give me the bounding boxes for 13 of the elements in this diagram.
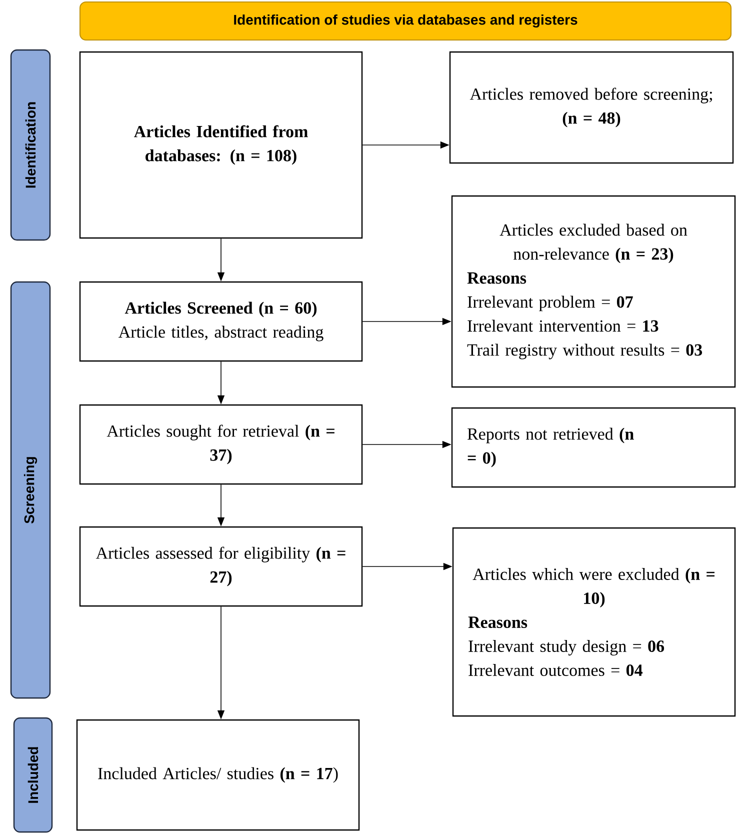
phase-label: Screening [10,281,51,699]
process-box: Articles Screened (n = 60) Article titles, abstract reading [79,281,363,362]
process-box: Articles Identified from databases: (n = 108) [79,51,363,239]
exclusion-box: Articles excluded based on non-relevance (n = 23) Reasons Irrelevant problem = 07 Irrelevant intervention = 13 Trail registry without results = 03 [451,195,736,388]
process-box: Articles assessed for eligibility (n = 27) [79,526,363,607]
exclusion-box: Reports not retrieved (n = 0) [451,407,736,488]
exclusion-box: Articles removed before screening; (n = 48) [449,51,734,164]
title-banner: Identification of studies via databases and registers [80,2,732,40]
exclusion-box: Articles which were excluded (n = 10) Reasons Irrelevant study design = 06 Irrelevant outcomes = 04 [452,527,736,717]
process-box: Articles sought for retrieval (n = 37) [79,404,363,485]
process-box: Included Articles/ studies (n = 17) [76,719,360,831]
phase-label: Included [13,717,53,833]
phase-label: Identification [10,49,51,241]
